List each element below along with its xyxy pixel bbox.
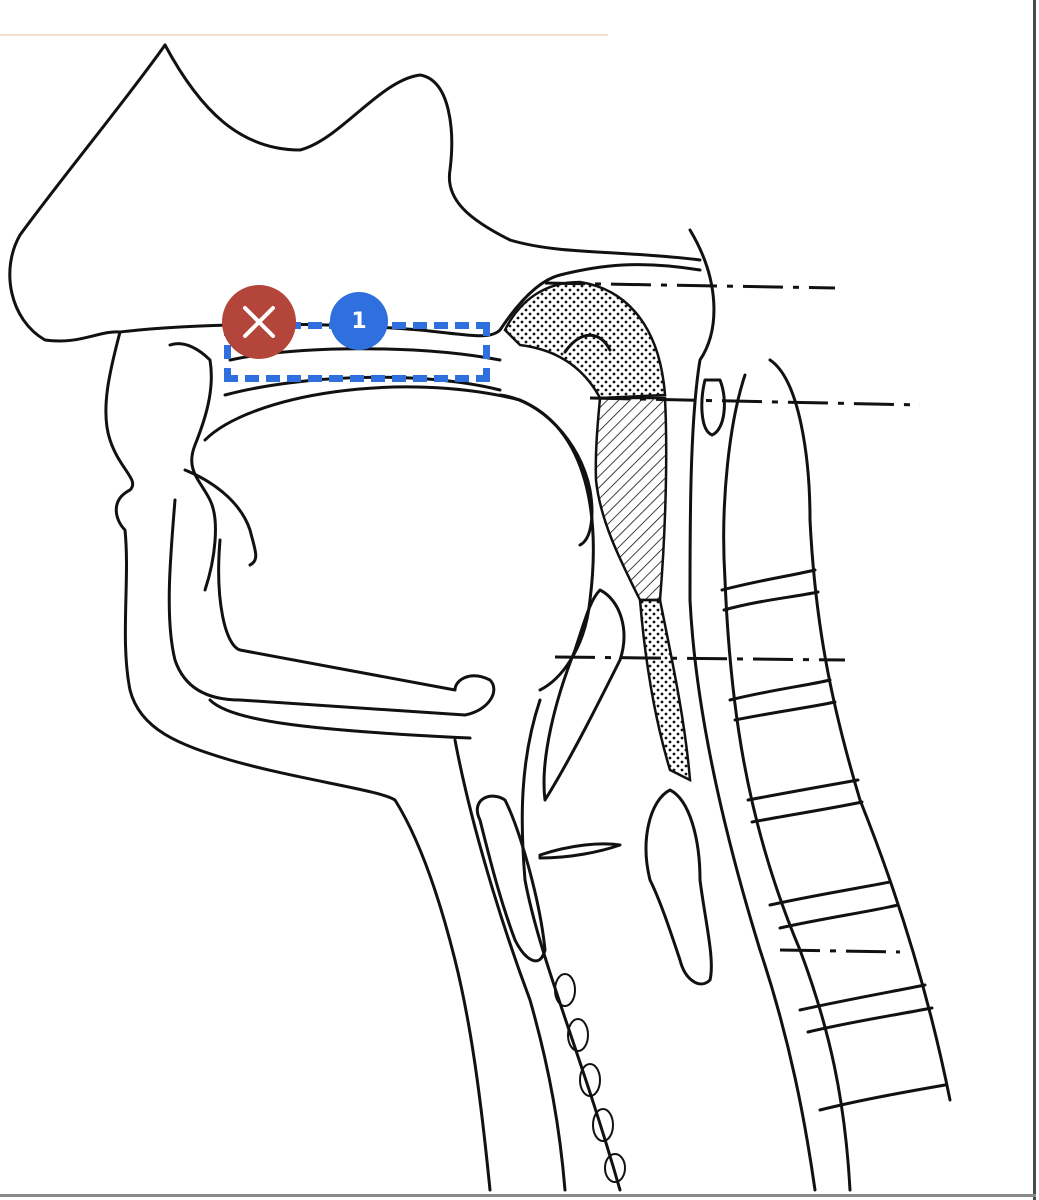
nasopharynx-dotted-region	[503, 280, 667, 400]
level-reference-lines	[544, 281, 921, 954]
oropharynx-hatched-region	[594, 396, 668, 602]
cricoid-cartilage	[644, 788, 713, 986]
cervical-spine-back	[768, 358, 952, 1102]
adenoid-curve	[563, 333, 612, 354]
upper-lip-teeth	[168, 342, 217, 592]
epiglottis	[542, 588, 626, 802]
odontoid-process	[700, 378, 726, 437]
frame-border-right	[1033, 0, 1036, 1200]
laryngopharynx-dotted-region	[638, 598, 692, 783]
cervical-spine-front	[722, 373, 852, 1192]
frame-border-bottom	[0, 1194, 1036, 1197]
face-profile-outline	[8, 43, 492, 1192]
tongue-dorsum	[203, 385, 595, 692]
posterior-pharyngeal-wall	[688, 228, 817, 1192]
top-rule	[0, 34, 608, 36]
label-number-badge[interactable]: 1	[330, 292, 388, 350]
remove-label-button[interactable]	[222, 285, 296, 359]
mandible-outline	[167, 498, 496, 717]
trachea-front	[453, 738, 567, 1192]
vocal-fold	[538, 842, 622, 860]
mandible-lower-border	[208, 698, 472, 740]
lower-lip-teeth	[183, 468, 258, 567]
soft-palate	[498, 393, 594, 547]
skull-base-outline	[163, 43, 702, 262]
close-x-icon	[243, 306, 275, 338]
vertebra-dividers	[720, 568, 947, 1112]
tracheal-rings	[554, 973, 626, 1183]
larynx-anterior-wall	[520, 698, 622, 1192]
thyroid-cartilage	[476, 794, 547, 963]
